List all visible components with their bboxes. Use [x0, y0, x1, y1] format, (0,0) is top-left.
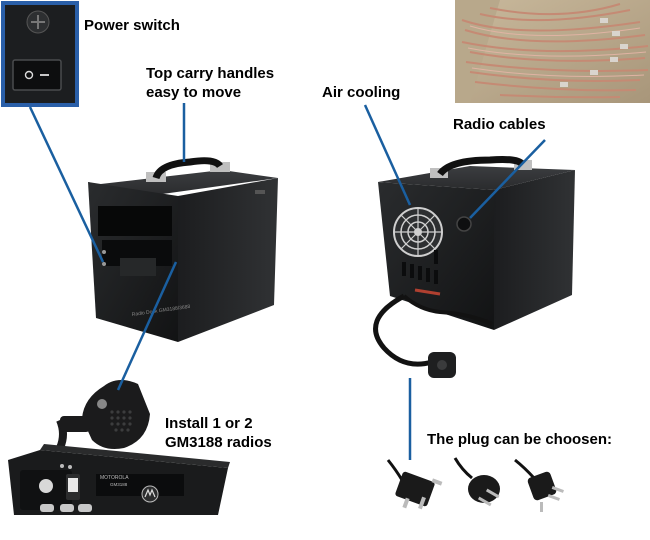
carry-handle-icon [152, 157, 223, 180]
radio-brand: MOTOROLA [100, 475, 129, 481]
motorola-logo-icon [97, 399, 107, 409]
back-unit [373, 156, 575, 378]
leader-line-air [363, 104, 412, 206]
led-indicator [102, 250, 106, 254]
label-air-cooling: Air cooling [322, 83, 400, 102]
label-radio-cables: Radio cables [453, 115, 546, 134]
power-cord-branch [402, 294, 493, 326]
back-unit-top [378, 166, 575, 190]
rocker-switch-icon [12, 59, 62, 91]
leader-line-cables [469, 139, 546, 219]
label-plug-options: The plug can be choosen: [427, 430, 612, 449]
switch-off-mark [24, 70, 34, 80]
cable-port-icon [456, 216, 472, 232]
handle-bracket-right [210, 162, 230, 172]
label-install-line2: GM3188 radios [165, 434, 272, 451]
microphone-icon [56, 379, 150, 450]
carry-handle-icon [437, 156, 525, 177]
indicator-led [60, 464, 64, 468]
channel-button [78, 504, 92, 512]
radio-top [40, 444, 230, 468]
wire-red [414, 288, 441, 296]
mic-socket [68, 478, 78, 492]
batwing-m [144, 488, 156, 498]
label-radio-cables-text: Radio cables [453, 116, 546, 133]
label-top-handles: Top carry handles easy to move [146, 64, 274, 102]
plug-options [383, 455, 569, 515]
radio-display [96, 474, 184, 496]
side-label [255, 190, 265, 194]
leader-line-power [28, 106, 105, 263]
channel-button [40, 504, 54, 512]
label-top-handles-line2: easy to move [146, 84, 242, 101]
radio-cables-photo [455, 0, 650, 103]
power-cord [373, 293, 433, 367]
plug-face [437, 360, 447, 370]
front-unit-side [178, 178, 278, 342]
leader-lines [28, 103, 546, 460]
leader-line-install [116, 261, 178, 391]
radio-bay-upper [98, 206, 172, 236]
indicator-led [68, 465, 72, 469]
cable-bundle [461, 3, 649, 99]
label-air-cooling-text: Air cooling [322, 84, 401, 101]
label-plug-options-text: The plug can be choosen: [427, 431, 613, 448]
bay-slot-plate [120, 258, 156, 276]
power-switch-inset [1, 1, 79, 107]
cable-connectors [560, 18, 628, 87]
us-plug-icon [514, 458, 564, 512]
handle-bracket-right [514, 160, 532, 170]
eu-plug-icon [453, 457, 500, 507]
gm3188-radio: MOTOROLA GM3188 [8, 379, 230, 515]
back-unit-side [494, 170, 575, 330]
volume-knob-icon [39, 479, 53, 493]
label-install-line1: Install 1 or 2 [165, 415, 253, 432]
uk-plug-icon [386, 459, 443, 510]
vent-grille [402, 250, 438, 284]
label-install-radios: Install 1 or 2 GM3188 radios [165, 414, 272, 452]
label-top-handles-line1: Top carry handles [146, 65, 275, 82]
channel-button [60, 504, 74, 512]
label-power-switch: Power switch [84, 16, 180, 35]
screw-slot [31, 15, 45, 29]
label-power-switch-text: Power switch [84, 17, 180, 34]
cooling-fan-icon [393, 207, 443, 257]
front-unit: Radio Dock GM3188/3688 [88, 157, 278, 342]
radio-model: GM3188 [110, 482, 128, 487]
led-indicator [102, 262, 106, 266]
